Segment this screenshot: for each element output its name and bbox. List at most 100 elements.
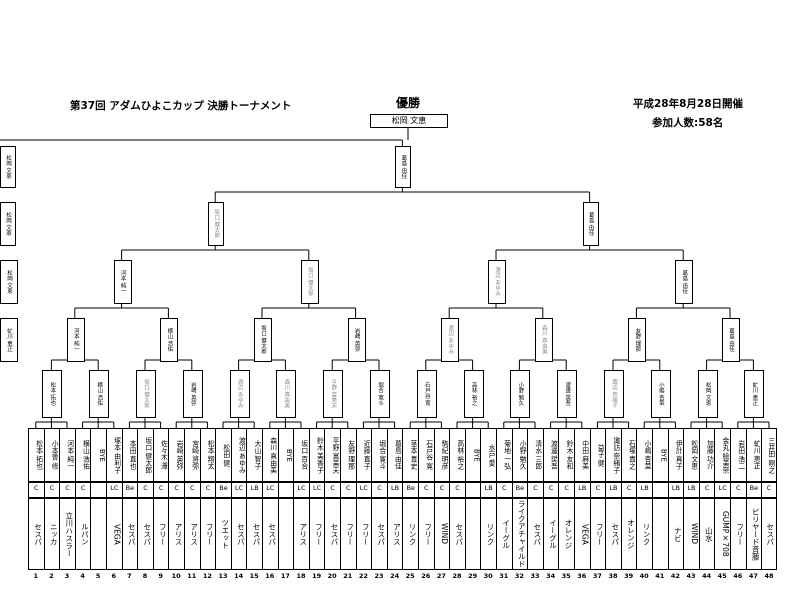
player-number: 27 [436, 572, 446, 580]
player-number: 35 [561, 572, 571, 580]
player-cls: C [152, 482, 169, 498]
player-name: 堀合 寛斗 [371, 428, 387, 482]
player-number: 42 [670, 572, 680, 580]
bracket-node-r4-2: 坂口 健太郎 [136, 370, 156, 418]
player-team: アリス [184, 498, 200, 570]
player-name: 松本 拓也 [28, 428, 44, 482]
player-team: イーグル [542, 498, 559, 570]
bracket-node-r2-1: 坂口 健太郎 [300, 260, 319, 304]
player-cls: LB [667, 482, 684, 498]
player-team: セスパ [121, 498, 138, 570]
player-team: アリス [293, 498, 309, 570]
player-team: フリー [355, 498, 372, 570]
bracket-node-r1-0: 坂口 健太郎 [208, 202, 225, 246]
player-cls: LC [262, 482, 278, 498]
bracket-node-r3-15: 虻川 恵正 [0, 318, 18, 362]
player-number: 19 [312, 572, 322, 580]
player-cls: C [542, 482, 559, 498]
player-cls [652, 482, 668, 498]
player-team [652, 498, 668, 570]
player-name: 渡邊 奨吾 [542, 428, 559, 482]
player-team: VEGA [574, 498, 590, 570]
player-name: BYE [652, 428, 668, 482]
player-name: 益子 健 [589, 428, 606, 482]
player-number: 25 [405, 572, 415, 580]
player-team: WIND [433, 498, 450, 570]
player-name: 森川 真由美 [262, 428, 278, 482]
player-number: 44 [702, 572, 712, 580]
player-cls: C [496, 482, 512, 498]
player-name: 小野 勉久 [511, 428, 528, 482]
bracket-node-r3-7: 葛島 由佳 [722, 318, 740, 362]
player-cls: LC [308, 482, 325, 498]
player-number: 40 [639, 572, 649, 580]
player-number: 48 [764, 572, 774, 580]
player-name: 小嶋 杏菜 [636, 428, 652, 482]
player-cls: LB [636, 482, 652, 498]
player-name: 加藤 功介 [698, 428, 715, 482]
champion-label: 優勝 [396, 96, 421, 110]
player-name: 本田 直也 [121, 428, 138, 482]
player-cls: LC [106, 482, 122, 498]
player-name: 松田 健 [215, 428, 231, 482]
player-number: 2 [49, 572, 54, 580]
player-cls: C [43, 482, 60, 498]
player-name: 坂口 百合 [293, 428, 309, 482]
player-team: ルパン [74, 498, 91, 570]
player-number: 1 [33, 572, 39, 580]
bracket-node-r2-3: 葛島 由佳 [675, 260, 694, 304]
bracket-node-r3-6: 友野 理那 [628, 318, 647, 362]
bracket-node-r2-7: 松岡 文恵 [0, 260, 18, 304]
player-cls: C [418, 482, 434, 498]
bracket-node-r3-5: 森川 真由美 [534, 318, 553, 362]
player-number: 45 [717, 572, 727, 580]
player-name: 諏訪 奈緒子 [605, 428, 621, 482]
participant-count: 参加人数:58名 [652, 117, 724, 129]
player-number: 32 [514, 572, 524, 580]
player-team: セスパ [246, 498, 262, 570]
player-name: 友野 理那 [340, 428, 356, 482]
player-team: WIND [683, 498, 699, 570]
player-team: セスパ [230, 498, 247, 570]
bracket-node-r4-0: 松本 拓也 [42, 370, 63, 418]
player-cls: C [433, 482, 450, 498]
player-cls: C [730, 482, 746, 498]
player-team: セスパ [449, 498, 465, 570]
bracket-node-r4-3: 岩崎 英弥 [182, 370, 203, 418]
player-number: 15 [249, 572, 259, 580]
player-cls: LC [355, 482, 372, 498]
player-name: 伊計 真子 [667, 428, 684, 482]
player-team: フリー [199, 498, 216, 570]
bracket-node-r2-0: 河本 純一 [113, 260, 132, 304]
bracket-node-r4-15: 虻川 恵正 [744, 370, 765, 418]
player-cls: LC [293, 482, 309, 498]
bracket-node-r4-14: 松岡 文恵 [697, 370, 718, 418]
player-team: フリー [730, 498, 746, 570]
bracket-node-r3-4: 渡辺 あゆみ [441, 318, 460, 362]
player-cls: LB [386, 482, 403, 498]
player-number: 43 [686, 572, 696, 580]
player-name: 虻川 恵正 [745, 428, 762, 482]
player-team: セスパ [28, 498, 44, 570]
player-cls [90, 482, 106, 498]
bracket-node-r4-9: 高林 裕之 [463, 370, 484, 418]
player-cls: C [324, 482, 340, 498]
player-team [464, 498, 481, 570]
player-name: 茎本 貴史 [402, 428, 418, 482]
player-team: セスパ [527, 498, 543, 570]
player-number: 37 [592, 572, 602, 580]
player-team: フリー [308, 498, 325, 570]
player-cls: LC [230, 482, 247, 498]
player-team: セスパ [605, 498, 621, 570]
player-name: 石塚 貴之 [620, 428, 637, 482]
player-name: 石戸谷 寛 [418, 428, 434, 482]
player-name: 平野 富美夫 [324, 428, 340, 482]
player-cls: C [74, 482, 91, 498]
player-team: セスパ [371, 498, 387, 570]
player-name: 横山 浩佑 [74, 428, 91, 482]
player-cls: C [698, 482, 715, 498]
player-number: 34 [546, 572, 556, 580]
player-name: 大山 智子 [246, 428, 262, 482]
player-cls: C [137, 482, 153, 498]
bracket-node-r4-12: 諏訪 奈緒子 [604, 370, 624, 418]
